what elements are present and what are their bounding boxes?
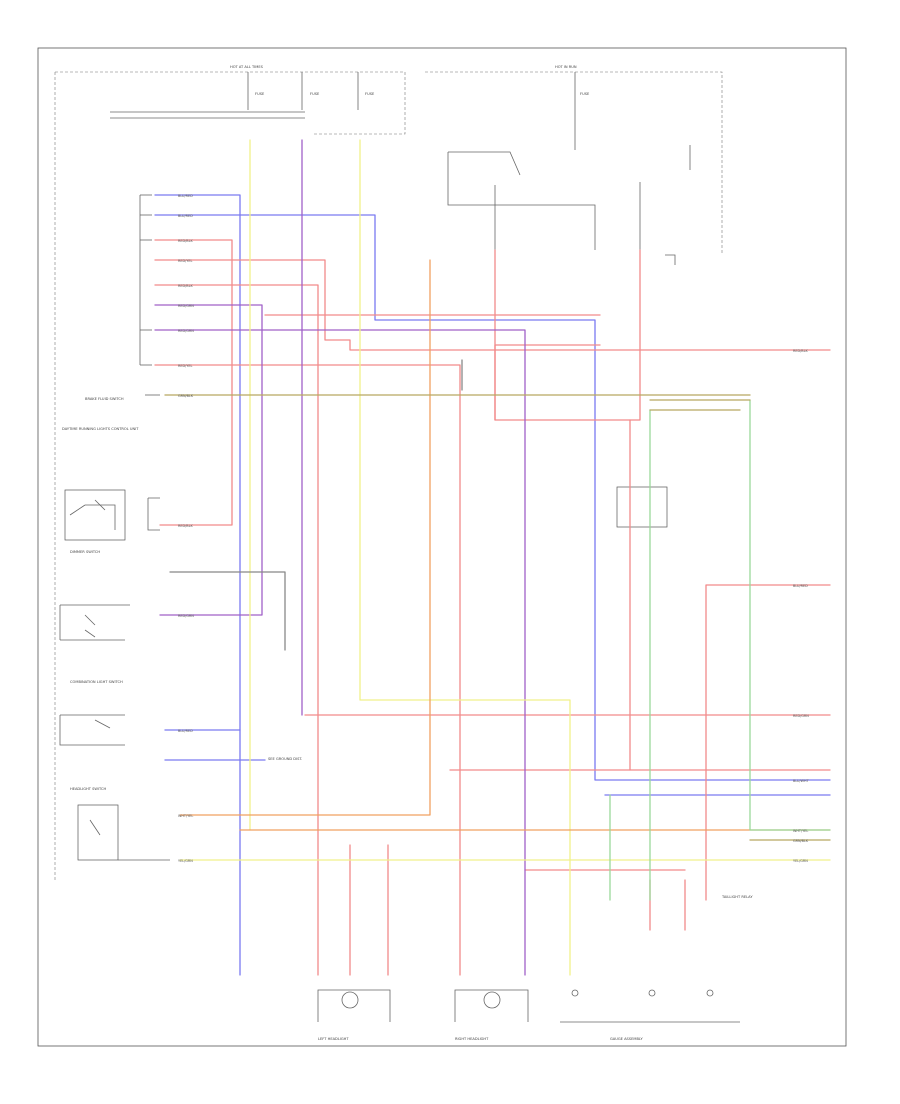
right-headlight-label: RIGHT HEADLIGHT [455,1037,489,1041]
fuse-box-left [55,71,406,135]
wire-purple-1 [154,304,263,616]
wire-label-wht-yel: WHT/YEL [793,829,808,833]
wl-l14: YEL/GRN [178,859,193,863]
wire-red-1 [154,239,233,526]
hot-at-all-times-label: HOT AT ALL TIMES [230,65,264,69]
control-unit-label: DAYTIME RUNNING LIGHTS CONTROL UNIT [62,427,139,431]
wire-green-2 [749,399,831,831]
wire-label-blu-wht: BLU/WHT [793,779,810,783]
hot-in-run-label: HOT IN RUN [555,65,577,69]
fuse-label-1: FUSE [255,92,265,96]
combination-switch-contacts [59,604,130,641]
fuse-label-2: FUSE [310,92,320,96]
wl-l3: RED/BLK [178,239,193,243]
taillight-switch-contacts [89,819,170,861]
wire-blue-2 [154,214,831,781]
wire-blue-1 [154,194,241,976]
dimmer-switch-label: DIMMER SWITCH [70,550,100,554]
wire-red-4 [154,364,461,976]
fuse-feeds [110,72,691,396]
brake-fluid-label: BRAKE FLUID SWITCH [85,397,124,401]
dimmer-ground [147,497,160,531]
gauge-assembly-label: GAUGE ASSEMBLY [610,1037,643,1041]
wl-l2: BLU/RED [178,214,193,218]
wl-l7: RED/GRN [178,329,194,333]
taillight-relay-label: TAILLIGHT RELAY [721,895,753,899]
wl-l8: RED/YEL [178,364,192,368]
right-headlight [454,989,529,1022]
wire-red-3 [154,284,319,976]
wires [154,139,831,976]
dimmer-switch-box [64,489,126,541]
indicator-bulbs [571,989,714,997]
wire-yellow-2 [359,139,571,976]
wire-label-red-grn: RED/GRN [793,714,809,718]
wire-label-yel-grn: YEL/GRN [793,859,808,863]
left-headlight-label: LEFT HEADLIGHT [318,1037,349,1041]
headlight-switch-label: HEADLIGHT SWITCH [70,787,106,791]
diagram-frame [37,47,847,1047]
wl-l11: RED/GRN [178,614,194,618]
wire-purple-3 [154,329,526,976]
component-labels: BRAKE FLUID SWITCH DAYTIME RUNNING LIGHT… [62,65,753,1041]
left-headlight [317,989,391,1022]
wl-l1: BLU/RED [178,194,193,198]
combination-switch-label: COMBINATION LIGHT SWITCH [70,680,123,684]
wire-label-red-blk: RED/BLK [793,349,808,353]
wl-l10: RED/BLK [178,524,193,528]
wire-label-grn-blk: GRN/BLK [793,839,809,843]
wl-l13: WHT/YEL [178,814,193,818]
wire-red-9 [705,584,831,901]
fuse-box-right [425,71,723,254]
wire-orange-1 [179,259,431,816]
see-ground-label: SEE GROUND DIST. [268,757,302,761]
left-wire-labels: BLU/RED BLU/RED RED/BLK RED/YEL RED/BLK … [178,194,194,863]
fuse-label-4: FUSE [580,92,590,96]
right-wire-labels: RED/BLK BLU/RED RED/GRN BLU/WHT WHT/YEL … [793,349,810,863]
wl-l5: RED/BLK [178,284,193,288]
gauge-connector-box [616,486,668,528]
fuse-label-3: FUSE [365,92,375,96]
wire-red-7 [494,344,601,421]
wire-label-blu-red: BLU/RED [793,584,808,588]
wire-red-6 [494,249,641,421]
wire-gray-1 [169,571,286,651]
wl-l12: BLU/RED [178,729,193,733]
taillight-switch-box [77,804,119,861]
wl-l9: GRN/BLK [178,394,194,398]
wl-l6: RED/GRN [178,304,194,308]
wl-l4: RED/YEL [178,259,192,263]
dimmer-switch-contacts [69,499,116,530]
headlight-switch-contacts [59,714,125,746]
wire-olive-2 [649,399,751,411]
